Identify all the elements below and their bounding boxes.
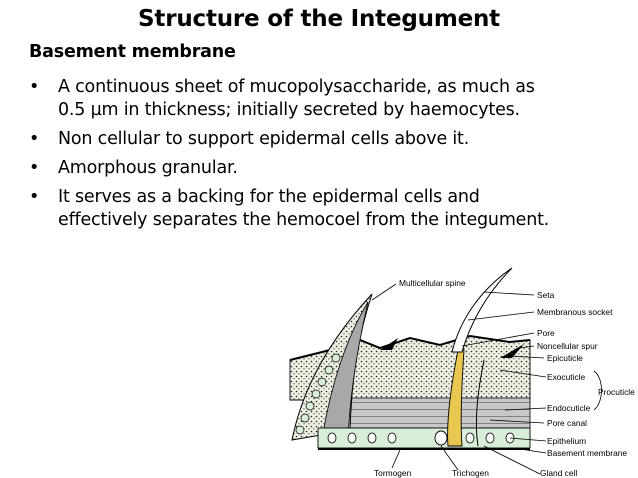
bullet-line: 0.5 µm in thickness; initially secreted … <box>58 100 520 120</box>
label-multicellular-spine: Multicellular spine <box>399 278 466 288</box>
spine-core <box>321 301 369 441</box>
label-endocuticle: Endocuticle <box>547 403 591 413</box>
label-pore-canal: Pore canal <box>547 418 587 428</box>
section-subtitle: Basement membrane <box>29 42 236 62</box>
bullet-item: • Non cellular to support epidermal cell… <box>28 128 633 151</box>
bullet-marker: • <box>29 77 40 97</box>
bullet-marker: • <box>29 158 40 178</box>
label-trichogen: Trichogen <box>452 468 489 478</box>
spine-cells <box>295 353 341 435</box>
bullet-marker: • <box>29 187 40 207</box>
label-procuticle: Procuticle <box>598 387 635 397</box>
leader-lines <box>371 283 602 475</box>
bullet-line: A continuous sheet of mucopolysaccharide… <box>58 77 535 97</box>
noncellular-spur <box>380 338 398 350</box>
gland-cell <box>475 359 485 447</box>
bullet-item: • It serves as a backing for the epiderm… <box>28 186 633 232</box>
bullet-line: It serves as a backing for the epidermal… <box>58 187 480 207</box>
seta <box>451 267 513 353</box>
label-pore: Pore <box>537 328 555 338</box>
label-basement-membrane: Basement membrane <box>547 448 627 458</box>
bullet-line: Non cellular to support epidermal cells … <box>58 129 470 149</box>
slide-title: Structure of the Integument <box>138 6 500 32</box>
label-seta: Seta <box>537 290 555 300</box>
trichogen-nucleus <box>434 430 448 446</box>
bullet-item: • A continuous sheet of mucopolysacchari… <box>28 76 633 122</box>
noncellular-spur <box>500 344 524 358</box>
bullet-list: • A continuous sheet of mucopolysacchari… <box>28 76 633 238</box>
label-epithelium: Epithelium <box>547 436 586 446</box>
label-epicuticle: Epicuticle <box>547 353 583 363</box>
bullet-item: • Amorphous granular. <box>28 157 633 180</box>
label-exocuticle: Exocuticle <box>547 372 586 382</box>
label-gland-cell: Gland cell <box>540 468 577 478</box>
label-membranous-socket: Membranous socket <box>537 307 613 317</box>
bullet-marker: • <box>29 129 40 149</box>
trichogen-cell <box>447 349 465 447</box>
label-noncellular-spur: Noncellular spur <box>537 341 598 351</box>
bullet-line: Amorphous granular. <box>58 158 238 178</box>
bullet-line: effectively separates the hemocoel from … <box>58 210 550 230</box>
label-tormogen: Tormogen <box>374 468 412 478</box>
